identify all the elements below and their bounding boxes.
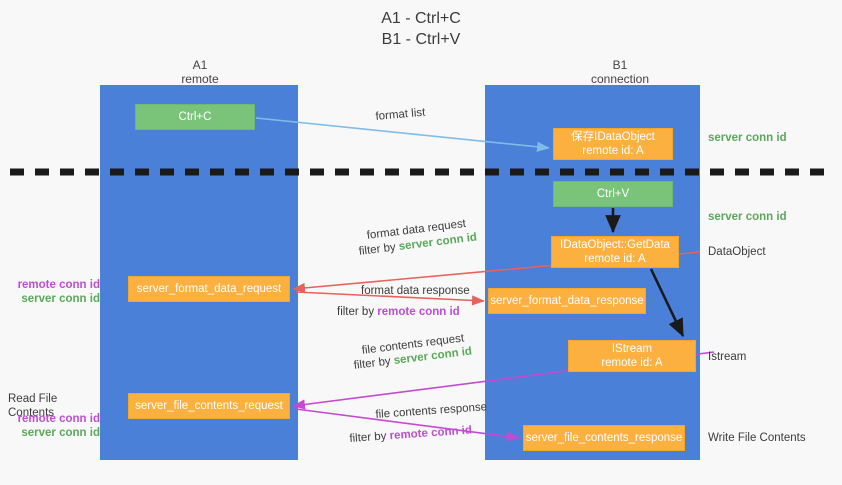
caption-filter-by-text-4: filter by [349, 430, 387, 445]
label-read-file-contents: Read File Contents [8, 393, 58, 419]
label-server-conn-id-mid: server conn id [708, 211, 787, 223]
caption-filter-by-remote-conn-id-format: filter by remote conn id [337, 305, 460, 320]
label-remote-conn-id-top: remote conn id [17, 279, 100, 291]
column-header-a1: A1 remote [181, 58, 219, 86]
caption-filter-by-text: filter by [358, 241, 397, 258]
box-idataobject-getdata[interactable]: IDataObject::GetData remote id: A [551, 236, 679, 268]
label-remote-conn-id-bottom: remote conn id [17, 413, 100, 425]
caption-file-contents-response: file contents response [375, 401, 488, 421]
box-save-idataobject[interactable]: 保存IDataObject remote id: A [553, 128, 673, 160]
label-server-conn-id-left-bottom: server conn id [21, 427, 100, 439]
box-server-format-data-response[interactable]: server_format_data_response [488, 288, 646, 314]
box-istream[interactable]: IStream remote id: A [568, 340, 696, 372]
caption-filter-by-text-3: filter by [353, 355, 392, 372]
box-server-file-contents-response[interactable]: server_file_contents_response [523, 425, 685, 451]
label-server-conn-id-top: server conn id [708, 132, 787, 144]
label-istream: Istream [708, 351, 747, 363]
label-write-file-contents: Write File Contents [708, 432, 806, 444]
caption-filter-by-remote-conn-id-file: filter by remote conn id [349, 423, 472, 447]
box-server-file-contents-request[interactable]: server_file_contents_request [128, 393, 290, 419]
caption-format-data-response: format data response [361, 285, 470, 297]
label-dataobject: DataObject [708, 246, 766, 258]
caption-filter-by-text-2: filter by [337, 306, 375, 318]
caption-format-list: format list [375, 106, 426, 123]
box-ctrl-c[interactable]: Ctrl+C [135, 104, 255, 130]
box-ctrl-v[interactable]: Ctrl+V [553, 181, 673, 207]
label-server-conn-id-left-top: server conn id [21, 293, 100, 305]
page-title: A1 - Ctrl+C B1 - Ctrl+V [381, 10, 461, 48]
caption-remote-conn-id: remote conn id [377, 306, 460, 318]
label-left-conn-ids-bottom: remote conn id server conn id [8, 412, 100, 440]
label-left-conn-ids-top: remote conn id server conn id [8, 278, 100, 306]
box-server-format-data-request[interactable]: server_format_data_request [128, 276, 290, 302]
column-header-b1: B1 connection [590, 58, 650, 86]
caption-remote-conn-id-2: remote conn id [389, 424, 473, 443]
